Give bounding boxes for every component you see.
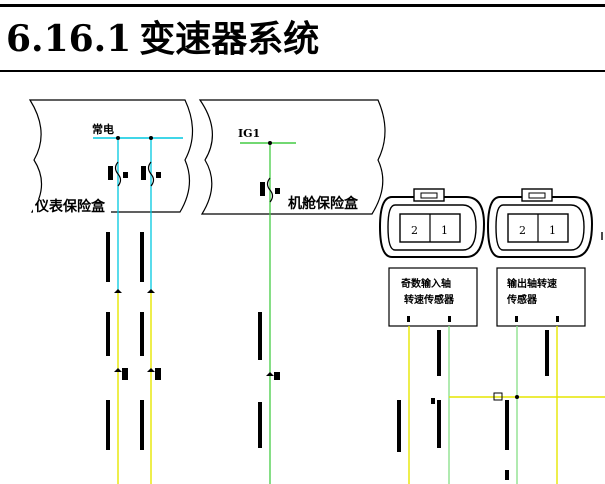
crossover-marker bbox=[493, 392, 503, 401]
left-power-label: 常电 bbox=[92, 122, 114, 136]
connector-1-pin-2: 2 bbox=[411, 224, 418, 237]
middle-panel-frame bbox=[198, 99, 386, 215]
connector-1: 2 1 bbox=[378, 188, 486, 258]
sensor-box-2: 输出轴转速 传感器 bbox=[496, 267, 586, 327]
sensor-1-label-line2: 转速传感器 bbox=[404, 293, 455, 306]
left-box-label: 仪表保险盒 bbox=[34, 198, 106, 215]
connector-1-pin-1: 1 bbox=[441, 224, 448, 237]
splice-markers bbox=[114, 289, 280, 380]
connector-2: 2 1 bbox=[486, 188, 594, 258]
middle-box-label: 机舱保险盒 bbox=[288, 195, 359, 212]
connector-2-pin-2: 2 bbox=[519, 224, 526, 237]
sensor-2-label-line2: 传感器 bbox=[506, 293, 538, 306]
junction-dot bbox=[515, 395, 519, 399]
wire-spec-marks bbox=[106, 232, 262, 450]
section-title: 变速器系统 bbox=[139, 18, 320, 60]
sensor-2-label-line1: 输出轴转速 bbox=[507, 277, 557, 290]
fuse-left-1 bbox=[108, 136, 128, 187]
fuse-middle bbox=[260, 141, 280, 203]
fuse-left-2 bbox=[141, 136, 161, 187]
section-number: 6.16.1 bbox=[6, 18, 132, 60]
sensor-wire-spec-marks bbox=[397, 330, 549, 480]
connector-2-pin-1: 1 bbox=[549, 224, 556, 237]
left-panel-frame bbox=[28, 99, 194, 213]
sensor-1-label-line1: 奇数输入轴 bbox=[401, 277, 451, 290]
title-bottom-rule bbox=[0, 70, 605, 72]
middle-power-label: IG1 bbox=[238, 127, 260, 140]
title-top-rule bbox=[0, 4, 605, 7]
sensor-box-1: 奇数输入轴 转速传感器 bbox=[388, 267, 478, 327]
